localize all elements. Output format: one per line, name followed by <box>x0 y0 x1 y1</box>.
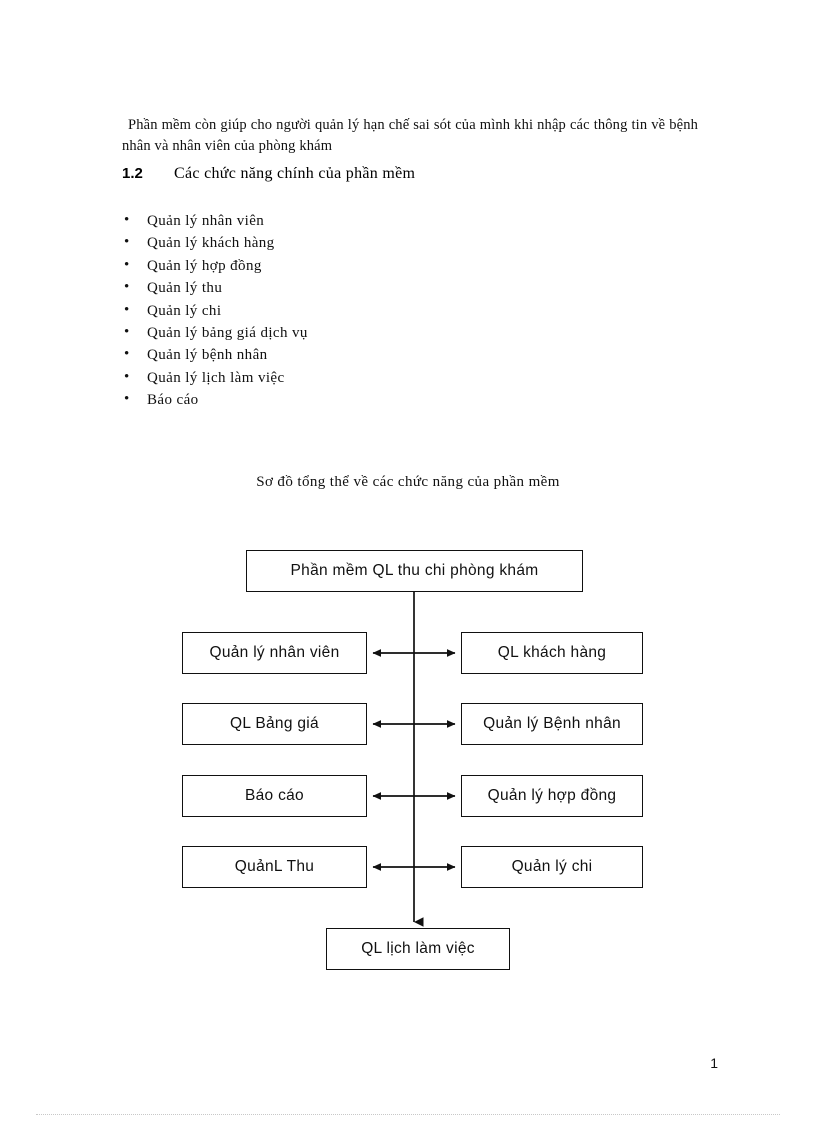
diagram-node-quan-l-thu[interactable]: QuảnL Thu <box>182 846 367 888</box>
list-item: Quản lý bảng giá dịch vụ <box>122 321 522 344</box>
diagram-node-quan-ly-chi[interactable]: Quản lý chi <box>461 846 643 888</box>
scan-edge-artifact <box>36 1114 780 1116</box>
diagram-caption: Sơ đồ tổng thể về các chức năng của phần… <box>256 474 560 490</box>
diagram-node-bao-cao[interactable]: Báo cáo <box>182 775 367 817</box>
list-item: Quản lý bệnh nhân <box>122 343 522 366</box>
diagram-node-quan-ly-benh-nhan[interactable]: Quản lý Bệnh nhân <box>461 703 643 745</box>
intro-paragraph: Phần mềm còn giúp cho người quản lý hạn … <box>122 116 698 154</box>
section-number: 1.2 <box>122 165 143 182</box>
page-number: 1 <box>710 1055 718 1071</box>
list-item: Báo cáo <box>122 388 522 411</box>
list-item: Quản lý lịch làm việc <box>122 366 522 389</box>
list-item: Quản lý chi <box>122 299 522 322</box>
section-heading: 1.2 Các chức năng chính của phần mềm <box>122 165 415 183</box>
diagram-node-ql-khach-hang[interactable]: QL khách hàng <box>461 632 643 674</box>
diagram-node-quan-ly-nhan-vien[interactable]: Quản lý nhân viên <box>182 632 367 674</box>
diagram-node-quan-ly-hop-dong[interactable]: Quản lý hợp đồng <box>461 775 643 817</box>
list-item: Quản lý khách hàng <box>122 231 522 254</box>
diagram-node-root[interactable]: Phần mềm QL thu chi phòng khám <box>246 550 583 592</box>
list-item: Quản lý hợp đồng <box>122 254 522 277</box>
list-item: Quản lý nhân viên <box>122 209 522 232</box>
section-title: Các chức năng chính của phần mềm <box>174 165 416 182</box>
list-item: Quản lý thu <box>122 276 522 299</box>
feature-bullet-list: Quản lý nhân viên Quản lý khách hàng Quả… <box>122 209 522 412</box>
diagram-node-ql-lich-lam-viec[interactable]: QL lịch làm việc <box>326 928 510 970</box>
diagram-node-ql-bang-gia[interactable]: QL Bảng giá <box>182 703 367 745</box>
